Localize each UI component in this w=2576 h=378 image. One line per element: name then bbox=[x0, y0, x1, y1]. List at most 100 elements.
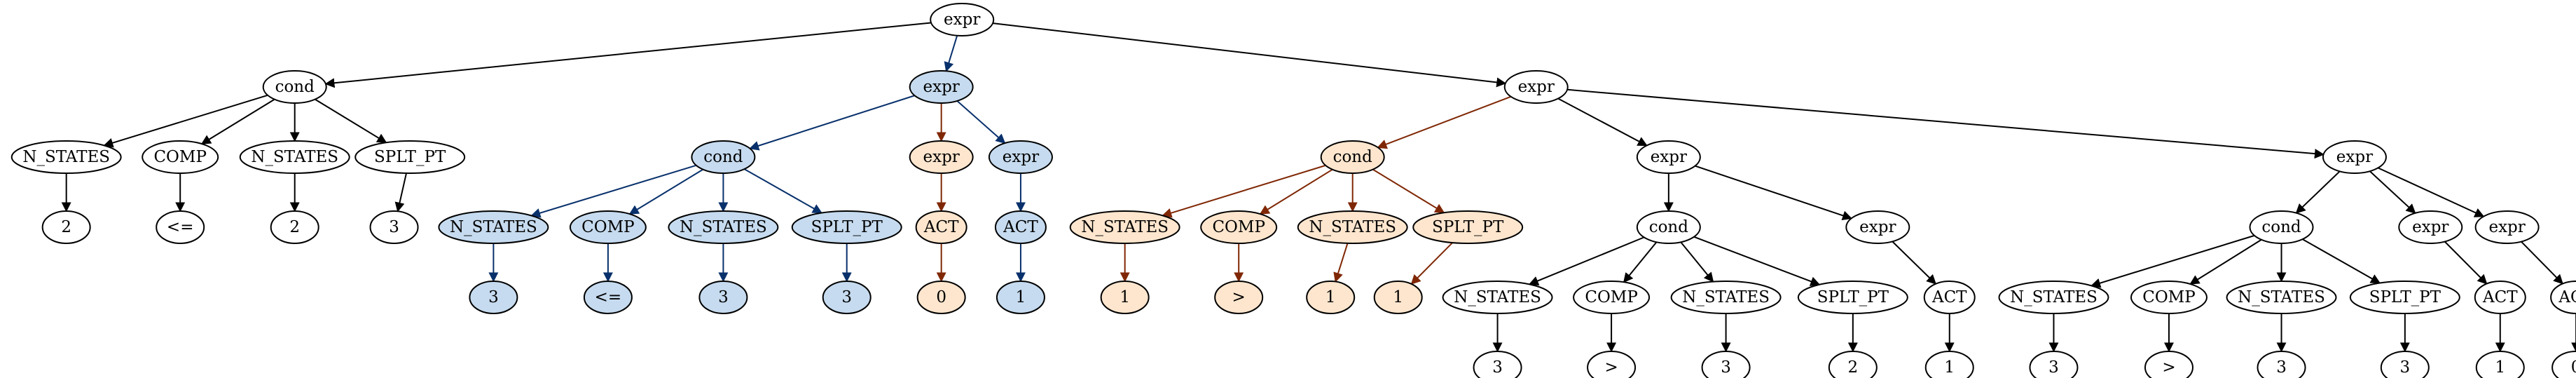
node-ellipse bbox=[1845, 210, 1910, 244]
node-ellipse bbox=[583, 281, 633, 314]
node-label: <= bbox=[595, 288, 622, 306]
tree-node-n62: 1 bbox=[2475, 351, 2525, 378]
edge-n38-n41 bbox=[1623, 241, 1658, 283]
edge-n33-n37 bbox=[1410, 242, 1453, 285]
edge-n27-n31 bbox=[1259, 168, 1333, 215]
edge-n38-n40 bbox=[1528, 236, 1645, 286]
tree-node-n27: cond bbox=[1320, 140, 1385, 174]
node-label: SPLT_PT bbox=[1432, 218, 1504, 236]
tree-node-n14: expr bbox=[988, 140, 1053, 174]
tree-node-n58: > bbox=[2144, 351, 2193, 378]
edge-n3-n27 bbox=[1377, 95, 1512, 149]
node-ellipse bbox=[1214, 281, 1264, 314]
edge-n7-n11 bbox=[394, 173, 407, 212]
edge-n51-n61 bbox=[2444, 241, 2488, 285]
node-ellipse bbox=[2474, 281, 2526, 314]
node-ellipse bbox=[1924, 351, 1974, 378]
node-ellipse bbox=[1587, 351, 1637, 378]
tree-node-n2: expr bbox=[909, 70, 974, 104]
tree-node-n15: N_STATES bbox=[438, 210, 549, 244]
node-ellipse bbox=[2322, 140, 2387, 174]
tree-node-n45: > bbox=[1587, 351, 1637, 378]
node-label: expr bbox=[1651, 148, 1687, 166]
node-label: 3 bbox=[488, 288, 499, 306]
tree-edges bbox=[61, 22, 2576, 353]
node-ellipse bbox=[2474, 210, 2540, 244]
tree-node-n32: N_STATES bbox=[1297, 210, 1408, 244]
edge-n1-n5 bbox=[200, 98, 275, 144]
tree-node-n31: COMP bbox=[1200, 210, 1278, 244]
tree-node-n48: ACT bbox=[1923, 281, 1976, 314]
node-ellipse bbox=[2349, 281, 2460, 314]
node-label: 3 bbox=[841, 288, 852, 306]
edge-n29-n51 bbox=[2369, 170, 2416, 214]
tree-node-n64: 0 bbox=[2551, 351, 2576, 378]
edge-n32-n36 bbox=[1333, 243, 1349, 283]
node-label: COMP bbox=[153, 148, 206, 166]
tree-node-n34: 1 bbox=[1100, 281, 1150, 314]
tree-node-n40: N_STATES bbox=[1442, 281, 1553, 314]
node-ellipse bbox=[996, 281, 1045, 314]
node-label: 3 bbox=[2276, 358, 2287, 377]
node-label: N_STATES bbox=[2238, 288, 2325, 306]
node-label: 3 bbox=[389, 218, 399, 236]
node-ellipse bbox=[262, 70, 327, 104]
tree-node-n17: N_STATES bbox=[668, 210, 779, 244]
tree-node-n49: 1 bbox=[1924, 351, 1974, 378]
node-ellipse bbox=[915, 210, 967, 244]
tree-node-n5: COMP bbox=[142, 140, 219, 174]
tree-node-n33: SPLT_PT bbox=[1412, 210, 1524, 244]
tree-node-n21: 3 bbox=[698, 281, 748, 314]
node-ellipse bbox=[988, 140, 1053, 174]
tree-node-n4: N_STATES bbox=[11, 140, 122, 174]
node-ellipse bbox=[1320, 140, 1385, 174]
node-ellipse bbox=[142, 140, 219, 174]
node-ellipse bbox=[1797, 281, 1908, 314]
tree-node-n29: expr bbox=[2322, 140, 2387, 174]
tree-node-n9: <= bbox=[156, 210, 205, 244]
edge-n1-n7 bbox=[315, 98, 387, 144]
node-label: 1 bbox=[1120, 288, 1130, 306]
node-ellipse bbox=[41, 210, 91, 244]
node-label: 3 bbox=[1492, 358, 1503, 377]
node-ellipse bbox=[11, 140, 122, 174]
edge-n50-n53 bbox=[2091, 234, 2255, 288]
node-ellipse bbox=[1442, 281, 1553, 314]
edge-n3-n28 bbox=[1557, 97, 1648, 147]
tree-node-n57: 3 bbox=[2029, 351, 2079, 378]
tree-node-n22: 3 bbox=[822, 281, 872, 314]
node-label: 0 bbox=[936, 288, 946, 306]
tree-node-n30: N_STATES bbox=[1069, 210, 1180, 244]
node-label: SPLT_PT bbox=[811, 218, 883, 236]
tree-node-n19: 3 bbox=[469, 281, 518, 314]
node-ellipse bbox=[2398, 210, 2463, 244]
tree-node-n35: > bbox=[1214, 281, 1264, 314]
tree-node-n59: 3 bbox=[2257, 351, 2306, 378]
node-label: 3 bbox=[1721, 358, 1731, 377]
node-ellipse bbox=[2475, 351, 2525, 378]
tree-node-n23: ACT bbox=[915, 210, 967, 244]
tree-node-n25: ACT bbox=[994, 210, 1047, 244]
node-ellipse bbox=[1670, 281, 1782, 314]
tree-node-n6: N_STATES bbox=[239, 140, 350, 174]
tree-node-n11: 3 bbox=[369, 210, 419, 244]
node-ellipse bbox=[2249, 210, 2314, 244]
edge-n28-n39 bbox=[1695, 165, 1852, 221]
node-label: > bbox=[1604, 358, 1618, 377]
node-label: expr bbox=[2412, 218, 2448, 236]
node-ellipse bbox=[1573, 281, 1651, 314]
node-ellipse bbox=[930, 3, 995, 36]
node-ellipse bbox=[1100, 281, 1150, 314]
node-ellipse bbox=[469, 281, 518, 314]
tree-node-n42: N_STATES bbox=[1670, 281, 1782, 314]
tree-node-n18: SPLT_PT bbox=[791, 210, 902, 244]
node-ellipse bbox=[1636, 140, 1701, 174]
tree-node-n43: SPLT_PT bbox=[1797, 281, 1908, 314]
tree-node-n3: expr bbox=[1503, 70, 1569, 104]
node-label: expr bbox=[944, 11, 980, 29]
node-label: > bbox=[1232, 288, 1246, 306]
tree-node-n55: N_STATES bbox=[2226, 281, 2337, 314]
tree-node-n41: COMP bbox=[1573, 281, 1651, 314]
node-label: > bbox=[2162, 358, 2175, 377]
node-label: cond bbox=[275, 78, 315, 96]
